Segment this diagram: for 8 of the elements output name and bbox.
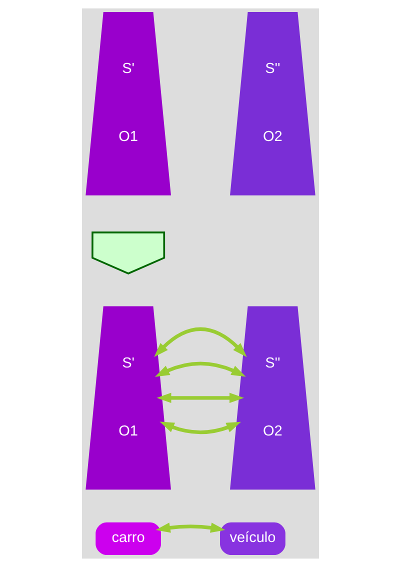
node-box: veículo — [220, 522, 285, 555]
arrow — [154, 327, 246, 358]
arrow — [155, 522, 225, 533]
arrow — [156, 392, 244, 404]
arrow — [154, 362, 246, 377]
node-arrow — [91, 232, 165, 274]
node-box: carro — [95, 522, 160, 555]
arrow — [159, 422, 241, 434]
